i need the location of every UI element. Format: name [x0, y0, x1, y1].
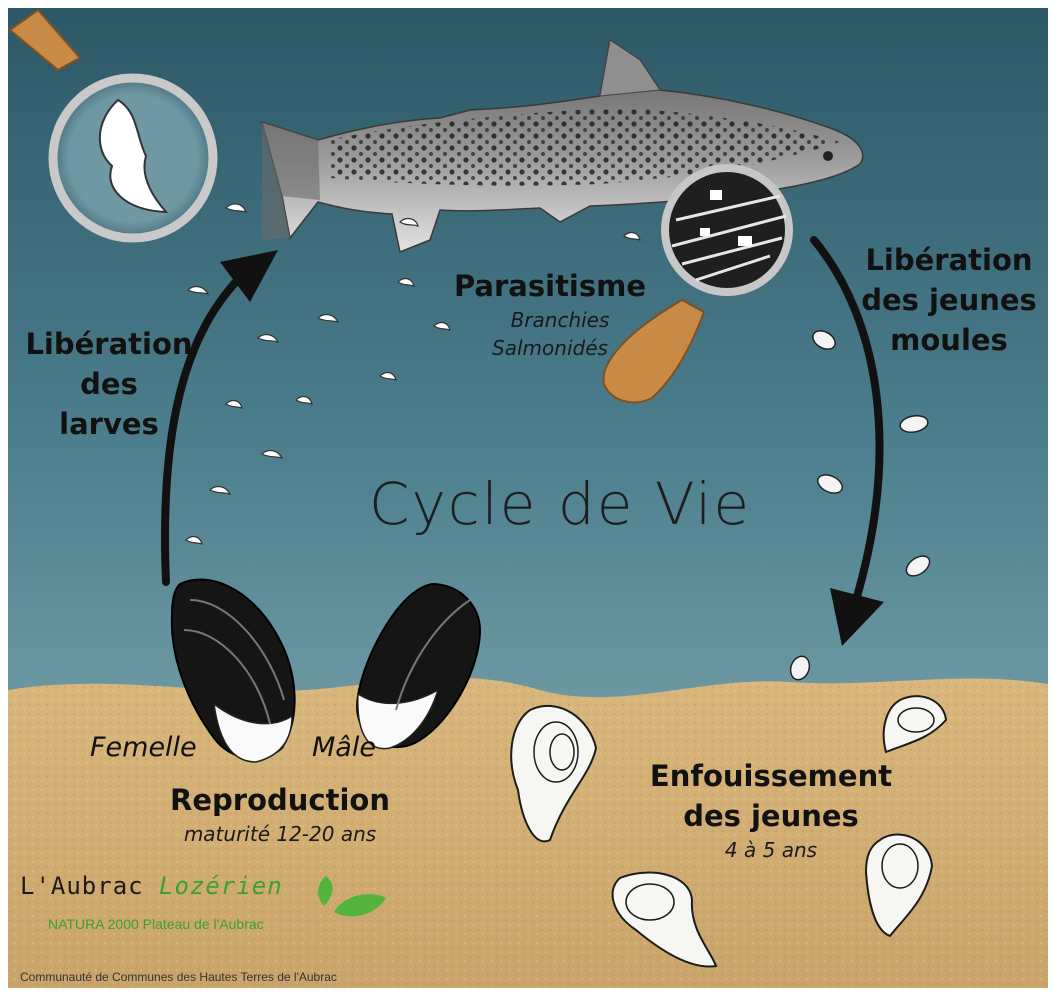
burial-title-2: des jeunes — [636, 796, 906, 836]
logo-name: L'Aubrac Lozérien — [20, 872, 283, 900]
parasitism-sub1: Branchies — [460, 306, 660, 334]
label-male: Mâle — [312, 732, 376, 763]
reproduction-title: Reproduction — [150, 780, 410, 820]
burial-sub: 4 à 5 ans — [636, 836, 906, 864]
parasitism-sub2: Salmonidés — [440, 334, 660, 362]
label-female: Femelle — [90, 732, 197, 763]
label-burial: Enfouissement des jeunes 4 à 5 ans — [636, 756, 906, 864]
label-juvenile-release: Libération des jeunes moules — [846, 240, 1052, 360]
logo-community: Communauté de Communes des Hautes Terres… — [20, 970, 337, 984]
label-larvae-release: Libération des larves — [14, 324, 204, 444]
parasitism-title: Parasitisme — [440, 266, 660, 306]
label-line: Libération — [14, 324, 204, 364]
logo-name-part1: L'Aubrac — [20, 872, 159, 900]
burial-title-1: Enfouissement — [636, 756, 906, 796]
label-line: larves — [14, 404, 204, 444]
reproduction-sub: maturité 12-20 ans — [150, 820, 410, 848]
logo-subtitle: NATURA 2000 Plateau de l'Aubrac — [48, 916, 378, 932]
logo: L'Aubrac Lozérien NATURA 2000 Plateau de… — [20, 872, 283, 900]
label-line: moules — [846, 320, 1052, 360]
diagram-title: Cycle de Vie — [345, 470, 775, 538]
label-reproduction: Reproduction maturité 12-20 ans — [150, 780, 410, 848]
label-line: des jeunes — [846, 280, 1052, 320]
label-line: Libération — [846, 240, 1052, 280]
label-parasitism: Parasitisme Branchies Salmonidés — [440, 266, 660, 362]
label-line: des — [14, 364, 204, 404]
logo-name-part2: Lozérien — [159, 872, 283, 900]
